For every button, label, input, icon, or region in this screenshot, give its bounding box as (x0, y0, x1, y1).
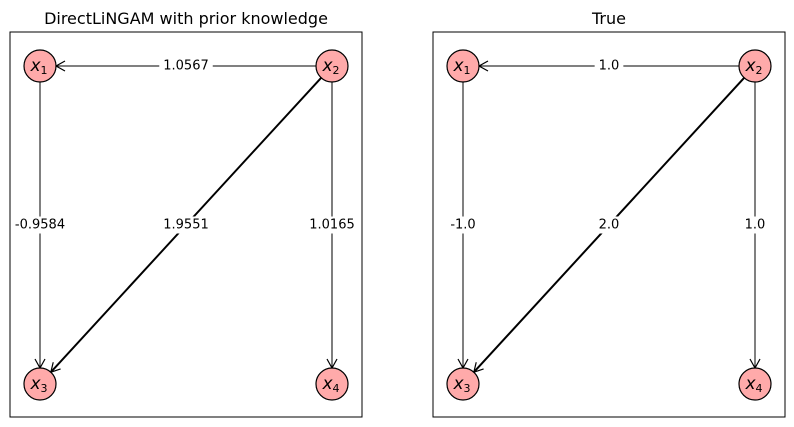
node-x4: x4 (738, 367, 772, 401)
node-x2: x2 (315, 49, 349, 83)
edge-label-background (594, 216, 624, 234)
edge-weight-label: 1.0567 (163, 59, 209, 74)
node-x1: x1 (446, 49, 480, 83)
edge-layer: 1.0567 -0.9584 1.9551 1.0165 (10, 57, 359, 374)
edge-weight-label: 1.9551 (163, 218, 209, 233)
edge-label-background (10, 216, 70, 234)
node-label-subscript: 2 (756, 64, 763, 77)
edge-label-background (159, 57, 213, 75)
edge-label-x2-to-x1: 1.0567 (159, 57, 213, 75)
node-circle (738, 49, 772, 83)
node-label: x2 (744, 56, 762, 77)
edge-label-x2-to-x1: 1.0 (594, 57, 624, 75)
node-circle (315, 49, 349, 83)
panel-prior-knowledge: DirectLiNGAM with prior knowledge 1.0567… (9, 9, 363, 418)
edge-weight-label: 1.0165 (309, 218, 355, 233)
node-label-base: x (744, 56, 756, 76)
node-x2: x2 (738, 49, 772, 83)
node-x3: x3 (23, 367, 57, 401)
node-x3: x3 (446, 367, 480, 401)
node-label-subscript: 2 (333, 64, 340, 77)
node-label-base: x (744, 374, 756, 394)
node-x1: x1 (23, 49, 57, 83)
node-circle (446, 49, 480, 83)
edge-label-background (159, 216, 213, 234)
panel-title: DirectLiNGAM with prior knowledge (44, 9, 328, 28)
panel-frame (432, 31, 786, 418)
node-label: x4 (321, 374, 339, 395)
edge-label-x2-to-x4: 1.0 (740, 216, 770, 234)
edge-label-x1-to-x3: -0.9584 (10, 216, 70, 234)
edge-label-background (740, 216, 770, 234)
node-x4: x4 (315, 367, 349, 401)
edge-label-x2-to-x3: 1.9551 (159, 216, 213, 234)
edge-weight-label: -1.0 (450, 218, 475, 233)
node-label-base: x (321, 56, 333, 76)
node-label-subscript: 4 (756, 382, 763, 395)
node-label-base: x (29, 56, 41, 76)
node-circle (23, 367, 57, 401)
node-label: x1 (452, 56, 470, 77)
node-label: x3 (452, 374, 470, 395)
edge-weight-label: -0.9584 (15, 218, 65, 233)
node-label-subscript: 3 (464, 382, 471, 395)
node-label: x3 (29, 374, 47, 395)
node-label: x2 (321, 56, 339, 77)
edge-label-x2-to-x3: 2.0 (594, 216, 624, 234)
edge-label-x2-to-x4: 1.0165 (305, 216, 359, 234)
node-label-base: x (321, 374, 333, 394)
panel-frame (9, 31, 363, 418)
edge-layer: 1.0 -1.0 2.0 1.0 (446, 57, 770, 374)
node-label: x4 (744, 374, 762, 395)
node-circle (315, 367, 349, 401)
edge-label-x1-to-x3: -1.0 (446, 216, 480, 234)
edge-weight-label: 1.0 (599, 59, 620, 74)
node-label-subscript: 1 (464, 64, 471, 77)
node-label-base: x (29, 374, 41, 394)
edge-label-background (594, 57, 624, 75)
node-label-subscript: 3 (41, 382, 48, 395)
node-circle (446, 367, 480, 401)
node-circle (23, 49, 57, 83)
node-label: x1 (29, 56, 47, 77)
edge-weight-label: 2.0 (599, 218, 620, 233)
edge-label-background (446, 216, 480, 234)
node-label-base: x (452, 374, 464, 394)
node-label-subscript: 4 (333, 382, 340, 395)
node-label-base: x (452, 56, 464, 76)
edge-label-background (305, 216, 359, 234)
panel-title: True (591, 9, 626, 28)
node-circle (738, 367, 772, 401)
node-label-subscript: 1 (41, 64, 48, 77)
edge-weight-label: 1.0 (745, 218, 766, 233)
